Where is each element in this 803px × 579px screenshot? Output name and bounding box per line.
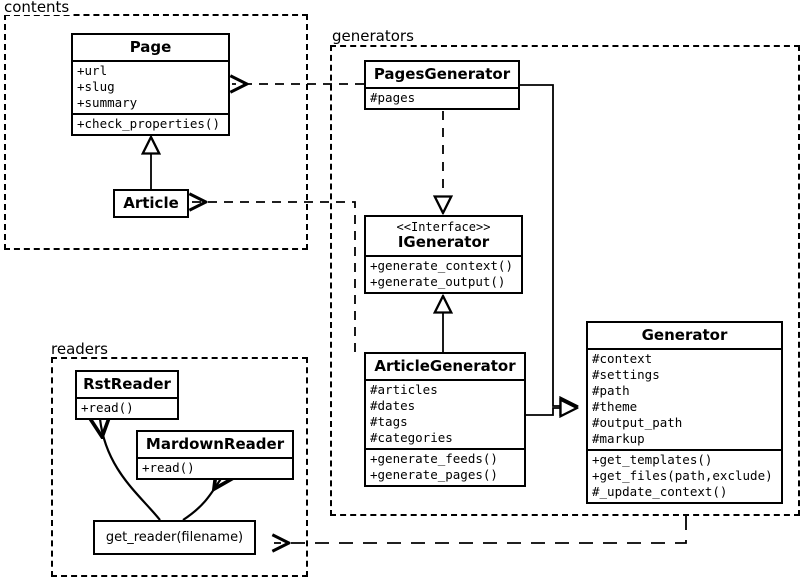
class-mardownreader[interactable]: MardownReader +read() — [136, 430, 294, 480]
attribute: #tags — [370, 414, 408, 429]
class-getreader[interactable]: get_reader(filename) — [93, 520, 256, 555]
class-page-title: Page — [129, 38, 172, 56]
operation: +get_templates() — [592, 452, 713, 467]
class-igenerator-stereotype: <<Interface>> — [396, 220, 491, 234]
class-pagesgenerator-attributes: #pages — [366, 87, 518, 108]
package-contents-label: contents — [2, 0, 73, 15]
class-pagesgenerator[interactable]: PagesGenerator #pages — [364, 60, 520, 110]
class-article[interactable]: Article — [113, 189, 189, 218]
attribute: +summary — [77, 95, 138, 110]
class-mardownreader-operations: +read() — [138, 457, 292, 478]
class-article-title: Article — [123, 194, 179, 212]
operation: +generate_pages() — [370, 467, 498, 482]
attribute: #theme — [592, 399, 638, 414]
operation: #_update_context() — [592, 484, 728, 499]
package-generators-label: generators — [330, 29, 417, 44]
class-generator-operations: +get_templates() +get_files(path,exclude… — [588, 449, 781, 502]
class-igenerator-title: IGenerator — [397, 233, 490, 251]
class-articlegenerator-operations: +generate_feeds() +generate_pages() — [366, 448, 524, 485]
attribute: +slug — [77, 79, 115, 94]
operation: +generate_feeds() — [370, 451, 498, 466]
class-page[interactable]: Page +url +slug +summary +check_properti… — [71, 33, 230, 136]
class-articlegenerator-title: ArticleGenerator — [374, 357, 516, 375]
operation: +check_properties() — [77, 116, 220, 131]
attribute: #categories — [370, 430, 453, 445]
class-page-attributes: +url +slug +summary — [73, 60, 228, 113]
operation: +generate_output() — [370, 274, 506, 289]
operation: +get_files(path,exclude) — [592, 468, 773, 483]
class-igenerator[interactable]: <<Interface>> IGenerator +generate_conte… — [364, 215, 523, 294]
class-generator-attributes: #context #settings #path #theme #output_… — [588, 348, 781, 449]
package-contents — [4, 14, 308, 250]
attribute: #articles — [370, 382, 438, 397]
class-generator-title: Generator — [641, 326, 728, 344]
class-page-operations: +check_properties() — [73, 113, 228, 134]
class-mardownreader-title: MardownReader — [145, 435, 285, 453]
attribute: #path — [592, 383, 630, 398]
attribute: #settings — [592, 367, 660, 382]
edge-generator-to-getreader — [274, 516, 687, 543]
attribute: #context — [592, 351, 653, 366]
attribute: #markup — [592, 431, 645, 446]
class-rstreader-operations: +read() — [77, 397, 177, 418]
class-rstreader-title: RstReader — [83, 375, 171, 393]
class-igenerator-operations: +generate_context() +generate_output() — [366, 255, 521, 292]
attribute: +url — [77, 63, 108, 78]
class-getreader-title: get_reader(filename) — [105, 530, 244, 545]
package-readers — [51, 357, 308, 577]
attribute: #dates — [370, 398, 416, 413]
attribute: #pages — [370, 90, 416, 105]
package-readers-label: readers — [49, 342, 111, 357]
class-generator[interactable]: Generator #context #settings #path #them… — [586, 321, 783, 504]
attribute: #output_path — [592, 415, 683, 430]
operation: +read() — [142, 460, 195, 475]
class-articlegenerator-attributes: #articles #dates #tags #categories — [366, 379, 524, 448]
class-pagesgenerator-title: PagesGenerator — [373, 65, 511, 83]
operation: +generate_context() — [370, 258, 513, 273]
operation: +read() — [81, 400, 134, 415]
class-rstreader[interactable]: RstReader +read() — [75, 370, 179, 420]
class-articlegenerator[interactable]: ArticleGenerator #articles #dates #tags … — [364, 352, 526, 487]
